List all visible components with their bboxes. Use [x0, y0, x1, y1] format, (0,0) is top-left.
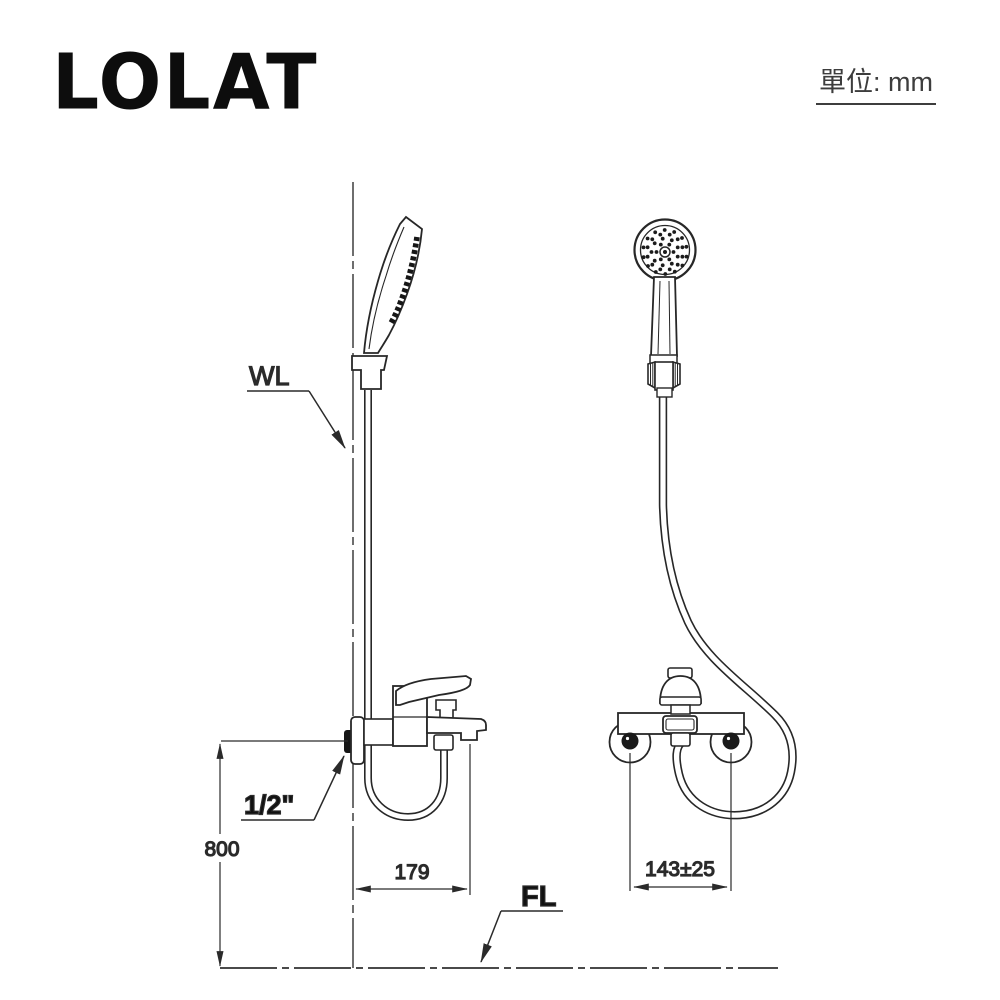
inlet-nut-right [722, 732, 740, 750]
wall-escutcheon-side [350, 716, 365, 765]
floor-line-callout: FL [480, 880, 563, 963]
handle-front [650, 276, 678, 357]
inlet-nut-left [621, 732, 639, 750]
centers-dimension: 143±25 [629, 753, 732, 891]
holder-bracket-side [351, 355, 389, 390]
unit-label: 單位: mm [816, 60, 936, 105]
height-dimension-label: 800 [204, 838, 239, 861]
inlet-size-callout: 1/2" [241, 755, 345, 821]
diverter-knob-side [435, 699, 457, 720]
left-side-view [344, 182, 487, 968]
spout-side [426, 716, 487, 741]
right-front-view [608, 218, 797, 820]
mixer-side [344, 675, 487, 765]
height-dimension: 800 [204, 740, 348, 967]
hose-nut-side [433, 734, 454, 751]
hose-connector-front [670, 732, 691, 747]
shower-hose-front [658, 392, 797, 820]
reach-dimension: 179 [355, 744, 471, 895]
wall-line-callout: WL [247, 360, 346, 449]
spray-nozzle-dots [641, 228, 689, 276]
mount-arm [363, 718, 394, 746]
reach-dimension-label: 179 [394, 861, 429, 884]
handshower-side [363, 215, 423, 354]
floor-line-label: FL [521, 881, 556, 913]
wall-line-label: WL [249, 361, 290, 391]
handshower-front [633, 218, 697, 365]
brand-logo: LOLAT [52, 37, 319, 128]
nozzle-face-side [388, 236, 420, 325]
shower-hose-side [364, 390, 448, 822]
holder-bracket-front [647, 360, 681, 398]
inlet-size-label: 1/2" [244, 790, 294, 820]
lever-handle-side [395, 675, 472, 706]
centers-dimension-label: 143±25 [645, 858, 715, 881]
annotations: WL 1/2" 800 179 FL [204, 360, 778, 970]
